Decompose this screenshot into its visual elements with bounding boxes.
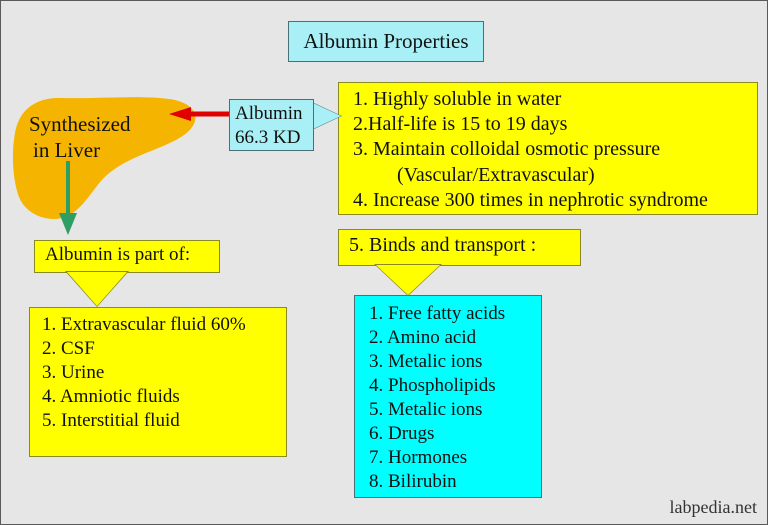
green-arrow-icon	[59, 161, 77, 235]
property-line-3: 3. Maintain colloidal osmotic pressure	[353, 138, 661, 161]
properties-box: 1. Highly soluble in water 2.Half-life i…	[338, 82, 758, 215]
binds-and-transport-callout: 5. Binds and transport :	[338, 229, 581, 266]
property-line-5: 4. Increase 300 times in nephrotic syndr…	[353, 188, 708, 211]
transport-item-5: 5. Metalic ions	[369, 398, 483, 420]
part-of-label: Albumin is part of:	[45, 244, 191, 265]
part-of-item-1: 1. Extravascular fluid 60%	[42, 314, 246, 335]
albumin-kd-callout-tail	[313, 103, 341, 129]
liver-label-line2: in Liver	[33, 138, 101, 163]
transport-item-7: 7. Hormones	[369, 446, 468, 468]
part-of-callout-tail	[67, 272, 127, 306]
transport-item-1: 1. Free fatty acids	[369, 303, 506, 324]
property-line-2: 2.Half-life is 15 to 19 days	[353, 113, 568, 136]
transport-item-2: 2. Amino acid	[369, 326, 477, 348]
part-of-callout: Albumin is part of:	[34, 240, 220, 273]
transport-item-4: 4. Phospholipids	[369, 374, 496, 396]
property-line-1: 1. Highly soluble in water	[353, 88, 562, 110]
transport-item-6: 6. Drugs	[369, 422, 435, 444]
albumin-weight-callout: Albumin 66.3 KD	[229, 99, 314, 151]
transport-list-box: 1. Free fatty acids 2. Amino acid 3. Met…	[354, 295, 542, 498]
part-of-item-3: 3. Urine	[42, 361, 105, 383]
albumin-weight-line2: 66.3 KD	[235, 126, 301, 148]
watermark: labpedia.net	[669, 497, 757, 517]
binds-and-transport-label: 5. Binds and transport :	[349, 234, 537, 256]
property-line-4: (Vascular/Extravascular)	[397, 163, 595, 186]
red-arrow-icon	[169, 107, 231, 121]
diagram-title: Albumin Properties	[288, 21, 484, 62]
liver-label-line1: Synthesized	[29, 112, 131, 136]
binds-callout-tail	[376, 265, 440, 295]
liver-shape-icon	[12, 97, 196, 219]
part-of-list-box: 1. Extravascular fluid 60% 2. CSF 3. Uri…	[29, 307, 287, 457]
part-of-item-5: 5. Interstitial fluid	[42, 409, 180, 431]
part-of-item-2: 2. CSF	[42, 337, 95, 359]
transport-item-3: 3. Metalic ions	[369, 350, 483, 372]
liver-label: Synthesized in Liver	[29, 111, 189, 164]
part-of-item-4: 4. Amniotic fluids	[42, 385, 180, 407]
diagram-title-label: Albumin Properties	[303, 29, 469, 54]
albumin-weight-line1: Albumin	[235, 103, 303, 124]
transport-item-8: 8. Bilirubin	[369, 470, 457, 492]
